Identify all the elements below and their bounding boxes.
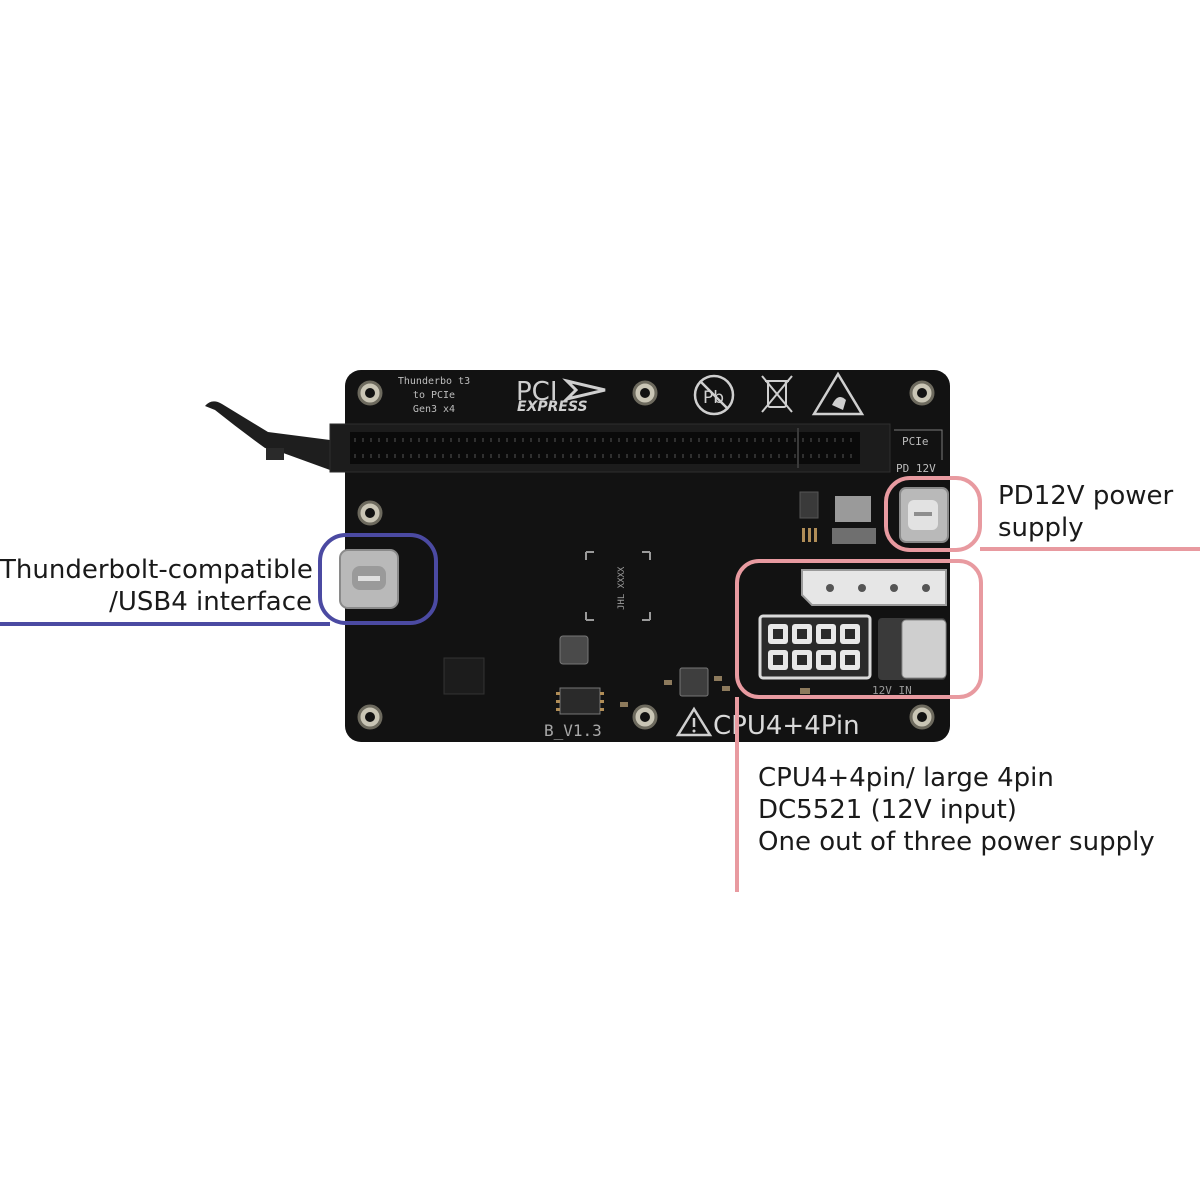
controller-chip: JHL XXXX — [585, 551, 651, 621]
pd12v-callout: PD12V power supply — [998, 480, 1173, 544]
smd-mosfet — [679, 667, 709, 697]
pcie-latch — [205, 401, 330, 470]
silk-pcie: PCIe — [902, 435, 929, 448]
cpu-label: CPU4+4Pin — [713, 711, 860, 741]
thunderbolt-callout-line-1: Thunderbolt-compatible — [0, 555, 313, 585]
pci-logo-text: PCI — [516, 377, 558, 407]
thunderbolt-callout-line-2: /USB4 interface — [109, 587, 312, 617]
power-callout-box — [735, 559, 983, 699]
smd-passives — [620, 676, 810, 707]
eeprom-chip — [556, 687, 604, 715]
smd-ic — [443, 657, 485, 695]
silk-12v-in: 12V IN — [872, 684, 912, 697]
dc5521-jack — [878, 618, 947, 680]
silk-pd12v: PD 12V — [896, 462, 936, 475]
power-callout: CPU4+4pin/ large 4pin DC5521 (12V input)… — [758, 762, 1155, 858]
weee-bin-icon — [761, 375, 793, 413]
thunderbolt-callout: Thunderbolt-compatible /USB4 interface — [0, 554, 313, 618]
smd-component — [799, 491, 819, 519]
power-callout-line-1: CPU4+4pin/ large 4pin — [758, 763, 1054, 793]
board-version: B_V1.3 — [544, 721, 602, 740]
silk-title-line-2: to PCIe — [413, 390, 455, 401]
usb-c-port — [339, 549, 399, 609]
vendor-logo — [832, 496, 876, 544]
pci-logo-arrow — [562, 378, 606, 402]
warning-icon — [675, 706, 713, 737]
pd12v-port — [899, 487, 949, 543]
silk-corner-line — [894, 429, 943, 460]
thunderbolt-callout-box — [318, 533, 438, 625]
pci-express-logo: PCI EXPRESS — [516, 377, 606, 415]
power-callout-line-3: One out of three power supply — [758, 827, 1155, 857]
pcie-slot — [329, 423, 891, 473]
svg-text:Pb: Pb — [703, 388, 724, 408]
express-logo-text: EXPRESS — [517, 399, 588, 415]
latch-hook — [266, 448, 284, 460]
silk-title-line-3: Gen3 x4 — [413, 404, 455, 415]
pd12v-callout-line-1: PD12V power — [998, 481, 1174, 511]
chip-label: JHL XXXX — [617, 566, 627, 610]
power-callout-line-2: DC5521 (12V input) — [758, 795, 1017, 825]
silk-title: Thunderbo t3 to PCIe Gen3 x4 — [398, 376, 470, 415]
esd-warning-icon — [811, 371, 865, 416]
silk-title-line-1: Thunderbo t3 — [398, 376, 470, 387]
smd-pins — [802, 528, 817, 542]
molex-4pin-connector — [801, 569, 947, 606]
pd12v-callout-line-2: supply — [998, 513, 1084, 543]
cpu-4plus4-connector — [758, 614, 872, 680]
smd-inductor — [559, 635, 589, 665]
lead-free-icon: Pb — [693, 374, 735, 416]
pd12v-callout-box — [884, 476, 982, 552]
